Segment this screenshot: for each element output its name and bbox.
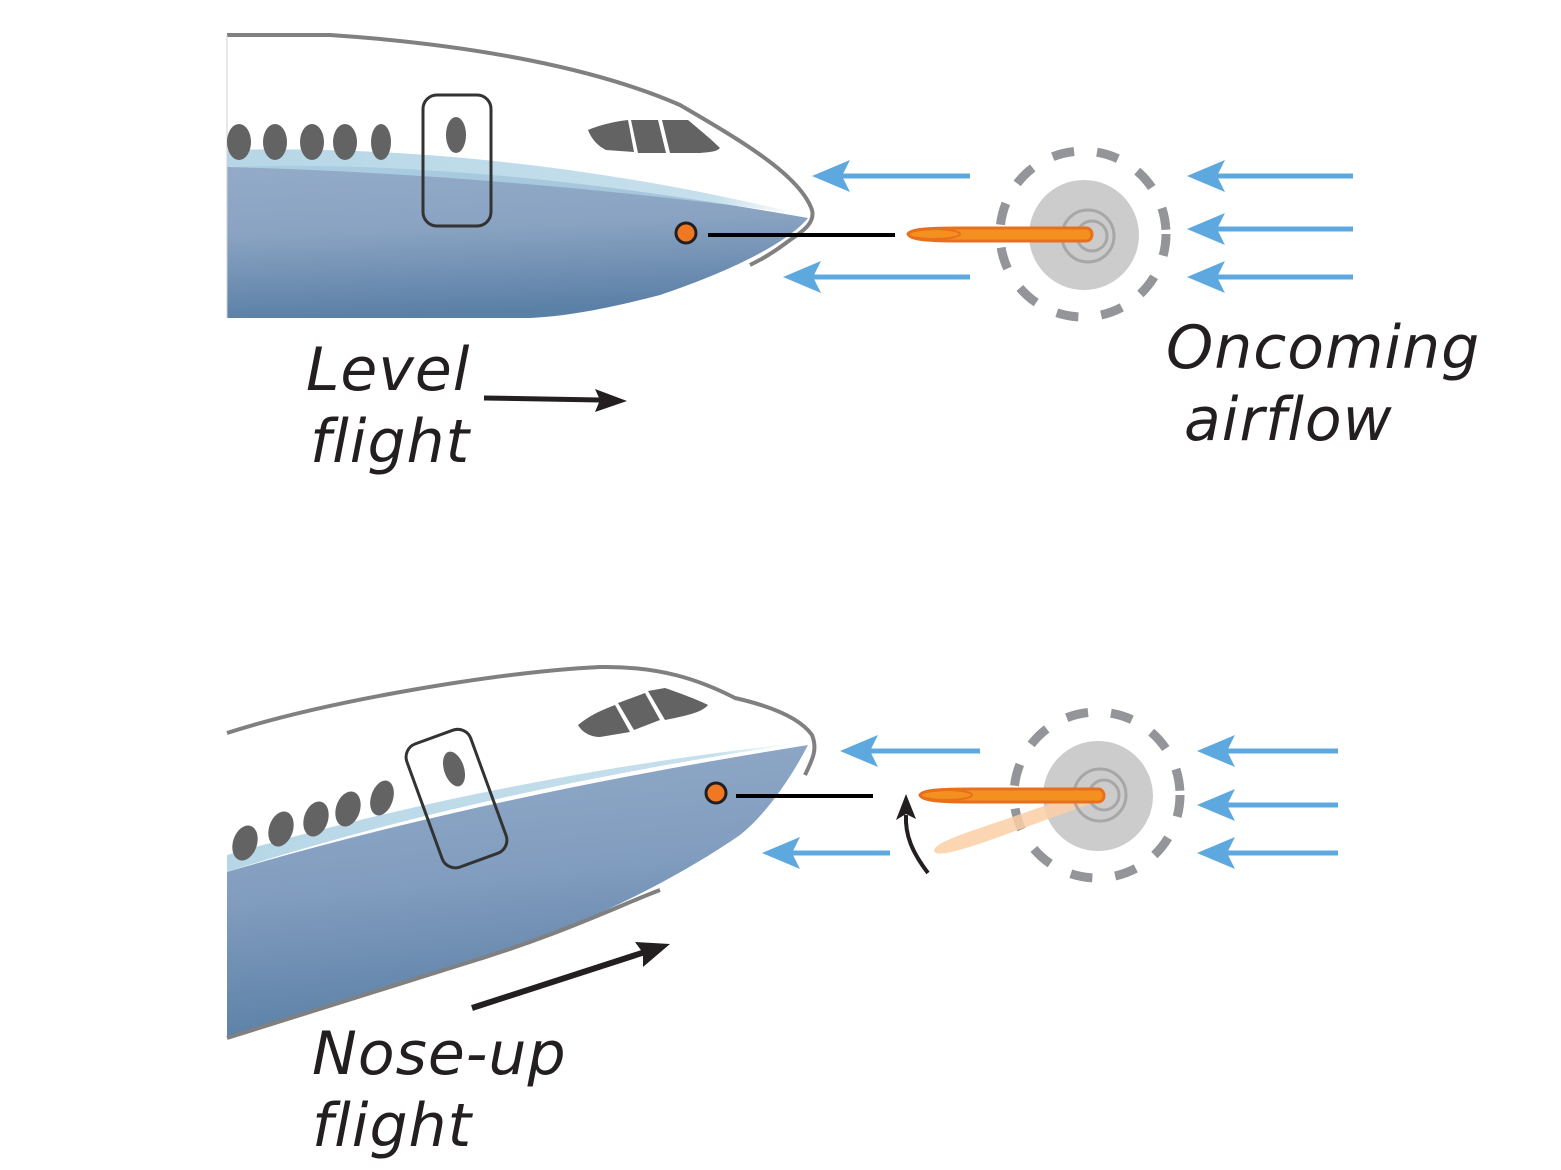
arrowhead-left-icon [840, 735, 878, 767]
cabin-windows [227, 124, 391, 160]
nose-up-flight-label-line1: Nose-up [312, 1019, 567, 1089]
dashed-rotation-ring [995, 146, 1171, 322]
airflow-arrows-front [783, 160, 970, 293]
level-flight-label: Level flight [306, 334, 470, 478]
cockpit-windows [588, 120, 720, 153]
nose-up-flight-label-line2: flight [312, 1091, 473, 1161]
nose-up-aircraft-fuselage [226, 664, 873, 1040]
arrowhead-left-icon [812, 160, 850, 192]
vane-rotation-arrow-icon [896, 794, 930, 875]
aoa-vane-ghost-previous [934, 788, 1103, 854]
cabin-door [404, 727, 509, 870]
aoa-vane-assembly [906, 146, 1171, 322]
nose-up-flight-panel [226, 664, 1338, 1040]
aoa-sensor-dot [704, 781, 728, 805]
arrowhead-left-icon [1187, 160, 1225, 192]
fuselage-belly [227, 745, 808, 1038]
fuselage-lower-outline [226, 888, 661, 1040]
arrowhead-left-icon [762, 837, 800, 869]
arrowhead-left-icon [1187, 261, 1225, 293]
fuselage-outline [227, 33, 815, 267]
airflow-arrows-front [762, 735, 980, 869]
oncoming-airflow-label: Oncoming airflow [1166, 312, 1480, 456]
arrowhead-left-icon [1187, 213, 1225, 245]
fuselage-outline [226, 664, 817, 776]
aoa-vane-assembly [918, 707, 1185, 883]
level-flight-label-line2: flight [310, 407, 471, 477]
fuselage-belly [227, 165, 808, 318]
nose-up-direction-arrow-icon [471, 942, 670, 1011]
dashed-rotation-ring [1009, 707, 1185, 883]
aoa-sensor-dot [674, 221, 698, 245]
cockpit-windows [578, 688, 708, 737]
arrowhead-left-icon [1197, 789, 1235, 821]
arrowhead-left-icon [1197, 735, 1235, 767]
cabin-door [421, 93, 493, 228]
oncoming-airflow-label-line2: airflow [1184, 385, 1393, 455]
vane-tail-detail [919, 789, 973, 801]
arrowhead-left-icon [1197, 837, 1235, 869]
door-window [446, 117, 466, 153]
airflow-arrows-oncoming [1197, 735, 1338, 869]
door-window [442, 751, 466, 787]
vane-tail-detail [907, 228, 961, 240]
oncoming-airflow-label-line1: Oncoming [1166, 313, 1481, 383]
airflow-arrows-oncoming [1187, 160, 1353, 293]
level-aircraft-fuselage [226, 33, 895, 318]
level-flight-label-line1: Level [306, 335, 471, 405]
cabin-windows [232, 780, 394, 861]
arrowhead-left-icon [783, 261, 821, 293]
level-direction-arrow-icon [483, 389, 627, 412]
cheatline [227, 149, 800, 214]
nose-up-flight-label: Nose-up flight [312, 1018, 567, 1162]
level-flight-panel [226, 33, 1353, 412]
